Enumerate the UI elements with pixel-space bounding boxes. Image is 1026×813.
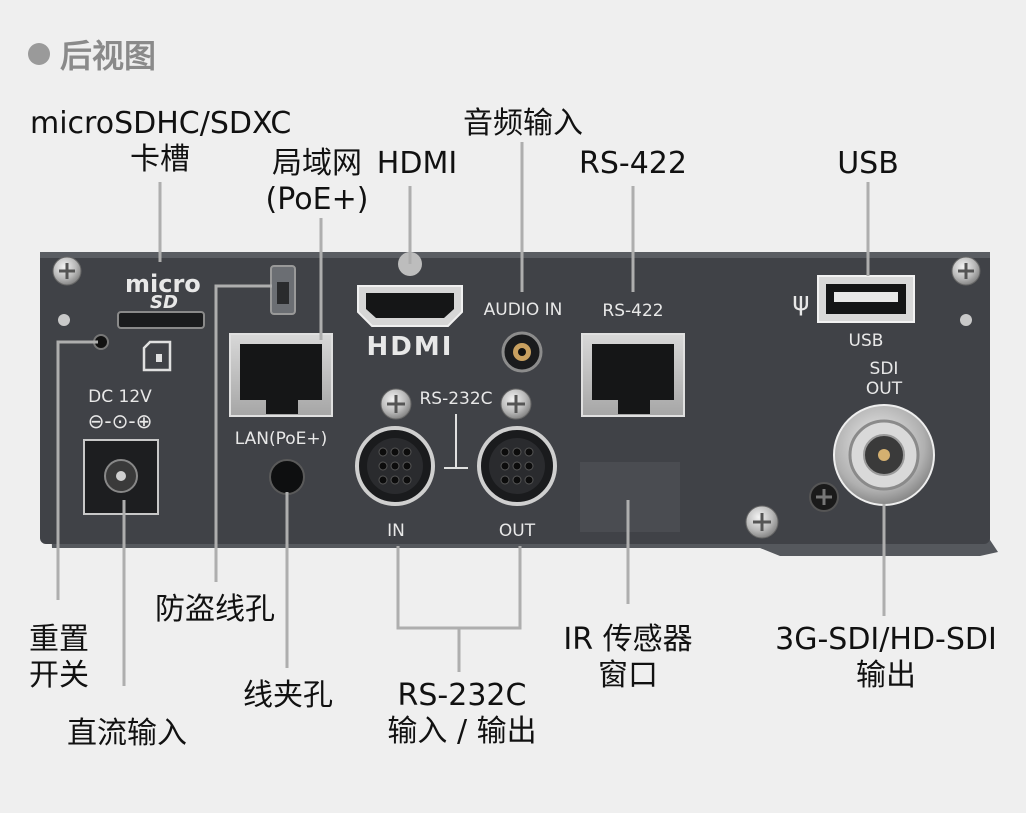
hdmi-port-opening (366, 293, 454, 318)
sd-card-icon (142, 340, 172, 372)
hdmi-logo: HDMI (367, 332, 454, 362)
callout-clamp: 线夹孔 (243, 678, 333, 713)
audio-in-label: AUDIO IN (484, 300, 563, 320)
callout-hdmi: HDMI (376, 146, 458, 181)
callout-usb: USB (837, 146, 899, 181)
leader-reset (56, 340, 98, 600)
screw-icon (745, 505, 779, 539)
bullet-dot-icon (28, 43, 50, 65)
cable-clamp-hole[interactable] (269, 459, 305, 495)
callout-reset: 重置 开关 (29, 622, 89, 693)
callout-antitheft: 防盗线孔 (155, 592, 275, 627)
lan-port-latch (266, 400, 298, 414)
micro-logo-text: micro (125, 270, 201, 298)
ir-sensor-window (580, 462, 680, 532)
rs232c-divider (444, 414, 468, 469)
sdi-bnc-connector[interactable] (833, 404, 935, 506)
rs232c-out-port[interactable] (477, 426, 557, 506)
mounting-hole (58, 314, 70, 326)
callout-ir: IR 传感器 窗口 (563, 622, 693, 693)
audio-in-jack-core (518, 348, 526, 356)
rs232c-in-label: IN (387, 521, 405, 541)
callout-sdi: 3G-SDI/HD-SDI 输出 (775, 622, 997, 693)
screw-icon (380, 388, 412, 420)
header-title: 后视图 (60, 37, 157, 75)
screw-icon (500, 388, 532, 420)
callout-dc-in: 直流输入 (67, 716, 187, 751)
polarity-symbol: ⊖-⊙-⊕ (88, 409, 153, 433)
rs232c-out-label: OUT (499, 521, 536, 541)
rs232c-label: RS-232C (419, 389, 492, 409)
screw-icon (52, 256, 82, 286)
rs232c-in-port[interactable] (355, 426, 435, 506)
leader-rs232c (396, 546, 522, 672)
sdi-label-line1: SDI (870, 359, 899, 379)
sd-logo-text: SD (150, 292, 178, 313)
microsd-slot[interactable] (117, 311, 205, 329)
callout-rs232c: RS-232C 输入 / 输出 (387, 678, 537, 749)
lan-port-opening (240, 344, 322, 400)
callout-rs422: RS-422 (579, 146, 687, 181)
lan-label: LAN(PoE+) (235, 429, 328, 449)
dc-jack-pin (116, 471, 126, 481)
header: 后视图 (28, 34, 157, 75)
leader-antitheft (214, 284, 272, 582)
rs422-port-latch (618, 400, 650, 414)
rs422-label: RS-422 (602, 301, 663, 321)
antitheft-slot-opening (277, 282, 289, 304)
callout-lan: 局域网 (PoE+) (265, 146, 369, 217)
screw-icon (951, 256, 981, 286)
usb-label: USB (849, 331, 884, 351)
callout-sd-slot: microSDHC/SDXC 卡槽 (30, 106, 292, 177)
screw-icon (809, 482, 839, 512)
sdi-label-line2: OUT (866, 379, 903, 399)
usb-symbol-icon: ψ (792, 287, 809, 317)
mounting-hole (960, 314, 972, 326)
leader-lines (56, 142, 886, 686)
dc-label: DC 12V (88, 387, 152, 407)
callout-audio-in: 音频输入 (463, 106, 583, 141)
microsd-logo-icon: micro SD (125, 270, 201, 313)
rs422-port-opening (592, 344, 674, 400)
usb-port-tongue (834, 292, 898, 302)
